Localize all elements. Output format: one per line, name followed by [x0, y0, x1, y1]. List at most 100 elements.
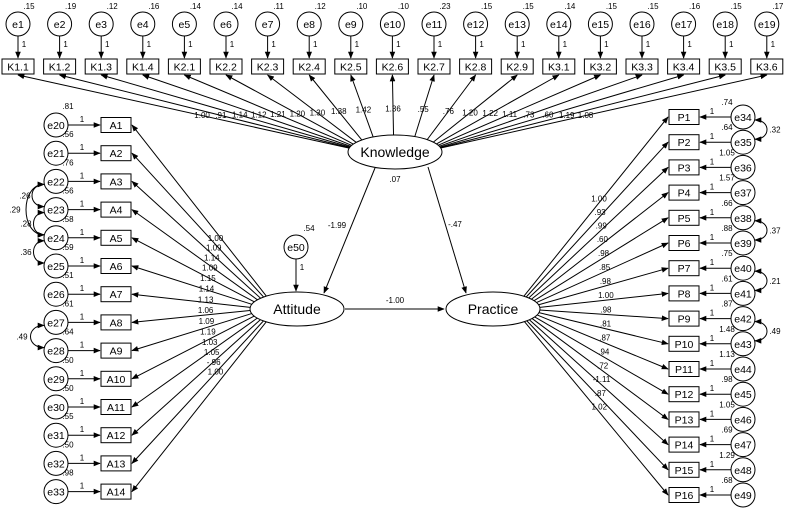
- covariance-label: .49: [16, 333, 28, 342]
- indicator-box-label: P4: [678, 188, 691, 200]
- indicator-box-label: A3: [110, 176, 123, 188]
- loading-label: .87: [595, 389, 607, 398]
- loading-path: [431, 74, 518, 144]
- error-circle: e22: [43, 168, 69, 194]
- error-circle-label: e38: [734, 213, 752, 225]
- indicator-box: P1: [668, 109, 700, 125]
- loading-path: [425, 74, 477, 142]
- indicator-box-label: K3.1: [548, 62, 570, 74]
- loading-path: [100, 74, 354, 149]
- loading-path: [131, 316, 259, 408]
- loading-path: [534, 242, 669, 304]
- error-circle-label: e22: [47, 176, 65, 188]
- error-circle: e8: [296, 11, 322, 37]
- fixed-path-label: 1: [80, 312, 85, 321]
- loading-label: .85: [599, 263, 611, 272]
- structural-label: -1.00: [386, 296, 405, 305]
- loading-label: 1.09: [202, 264, 218, 273]
- covariance-arc: [33, 238, 45, 266]
- error-circle-label: e34: [734, 112, 752, 124]
- fixed-path-label: 1: [313, 40, 318, 49]
- error-circle: e25: [43, 253, 69, 279]
- error-variance-label: .68: [721, 476, 733, 485]
- loading-path: [525, 319, 669, 471]
- loading-path: [131, 314, 257, 380]
- fixed-path-label: 1: [22, 40, 27, 49]
- indicator-box-label: A7: [110, 289, 123, 301]
- fixed-path-label: 1: [710, 359, 715, 368]
- indicator-box: K1.1: [1, 58, 35, 75]
- error-circle-label: e7: [262, 19, 274, 31]
- error-variance-label: 1.05: [719, 148, 735, 157]
- error-variance-label: .14: [231, 2, 243, 11]
- error-circle: e28: [43, 338, 69, 364]
- loading-path: [389, 74, 396, 137]
- error-circle: e20: [43, 112, 69, 138]
- indicator-box-label: P2: [678, 137, 691, 149]
- loading-label: 1.09: [206, 244, 222, 253]
- indicator-box: P3: [668, 159, 700, 176]
- indicator-box-label: P11: [675, 364, 693, 376]
- error-circle: e33: [43, 479, 69, 505]
- structural-path-knowledge-attitude: [323, 167, 376, 294]
- error-variance-label: .69: [721, 426, 733, 435]
- indicator-box: A1: [100, 117, 132, 133]
- fixed-path-label: 1: [710, 258, 715, 267]
- indicator-box-label: A1: [110, 120, 123, 132]
- fixed-path-label: 1: [604, 40, 609, 49]
- covariance-arc: [30, 322, 45, 351]
- loading-path: [131, 319, 265, 464]
- loading-path: [537, 309, 669, 321]
- fixed-path-label: 1: [646, 40, 651, 49]
- error-circle-label: e10: [384, 19, 402, 31]
- error-circle-label: e15: [592, 19, 610, 31]
- error-variance-label: .15: [647, 2, 659, 11]
- loading-path: [436, 74, 685, 149]
- indicator-box: K2.4: [292, 58, 326, 75]
- covariance-arc: [754, 268, 768, 294]
- error-circle-label: e9: [345, 19, 357, 31]
- indicator-box: K1.4: [126, 58, 160, 75]
- error-circle: e46: [730, 406, 756, 432]
- structural-label: -1.99: [328, 221, 347, 230]
- error-circle-label: e14: [550, 19, 568, 31]
- covariance-label: .36: [20, 248, 32, 257]
- error-variance-label: .15: [731, 2, 743, 11]
- loading-label: 1.14: [199, 284, 215, 293]
- error-variance-label: .75: [721, 249, 733, 258]
- error-variance-label: .51: [62, 271, 74, 280]
- error-circle-label: e36: [734, 162, 752, 174]
- error-circle-label: e18: [716, 19, 734, 31]
- error-circle-label: e21: [47, 148, 65, 160]
- fixed-path-label: 1: [80, 397, 85, 406]
- error-circle: e11: [421, 11, 447, 37]
- indicator-box-label: K2.7: [423, 62, 445, 74]
- indicator-box: A6: [100, 258, 132, 274]
- error-variance-label: .64: [62, 328, 74, 337]
- error-circle-label: e19: [758, 19, 776, 31]
- disturbance-variance-label: .54: [303, 224, 315, 233]
- loading-label: 1.14: [232, 111, 248, 120]
- fixed-path-label: 1: [710, 157, 715, 166]
- error-circle: e18: [712, 11, 738, 37]
- indicator-box-label: P13: [675, 414, 694, 426]
- indicator-box-label: K1.3: [90, 62, 112, 74]
- loading-label: 1.09: [199, 317, 215, 326]
- error-variance-label: .50: [62, 356, 74, 365]
- loading-label: 1.00: [591, 194, 607, 203]
- error-circle: e38: [730, 205, 756, 231]
- loading-label: .55: [418, 105, 430, 114]
- indicator-box-label: P10: [675, 339, 694, 351]
- fixed-path-label: 1: [147, 40, 152, 49]
- error-circle-label: e48: [734, 465, 752, 477]
- loading-label: 1.05: [204, 348, 220, 357]
- indicator-box: A8: [100, 314, 132, 331]
- error-circle-label: e42: [734, 314, 752, 326]
- error-circle: e30: [43, 394, 69, 420]
- loading-label: 1.38: [331, 107, 347, 116]
- indicator-box-label: A10: [107, 374, 126, 386]
- error-circle-label: e39: [734, 238, 752, 250]
- error-variance-label: .56: [62, 130, 74, 139]
- loading-path: [522, 116, 669, 298]
- error-circle: e45: [730, 381, 756, 407]
